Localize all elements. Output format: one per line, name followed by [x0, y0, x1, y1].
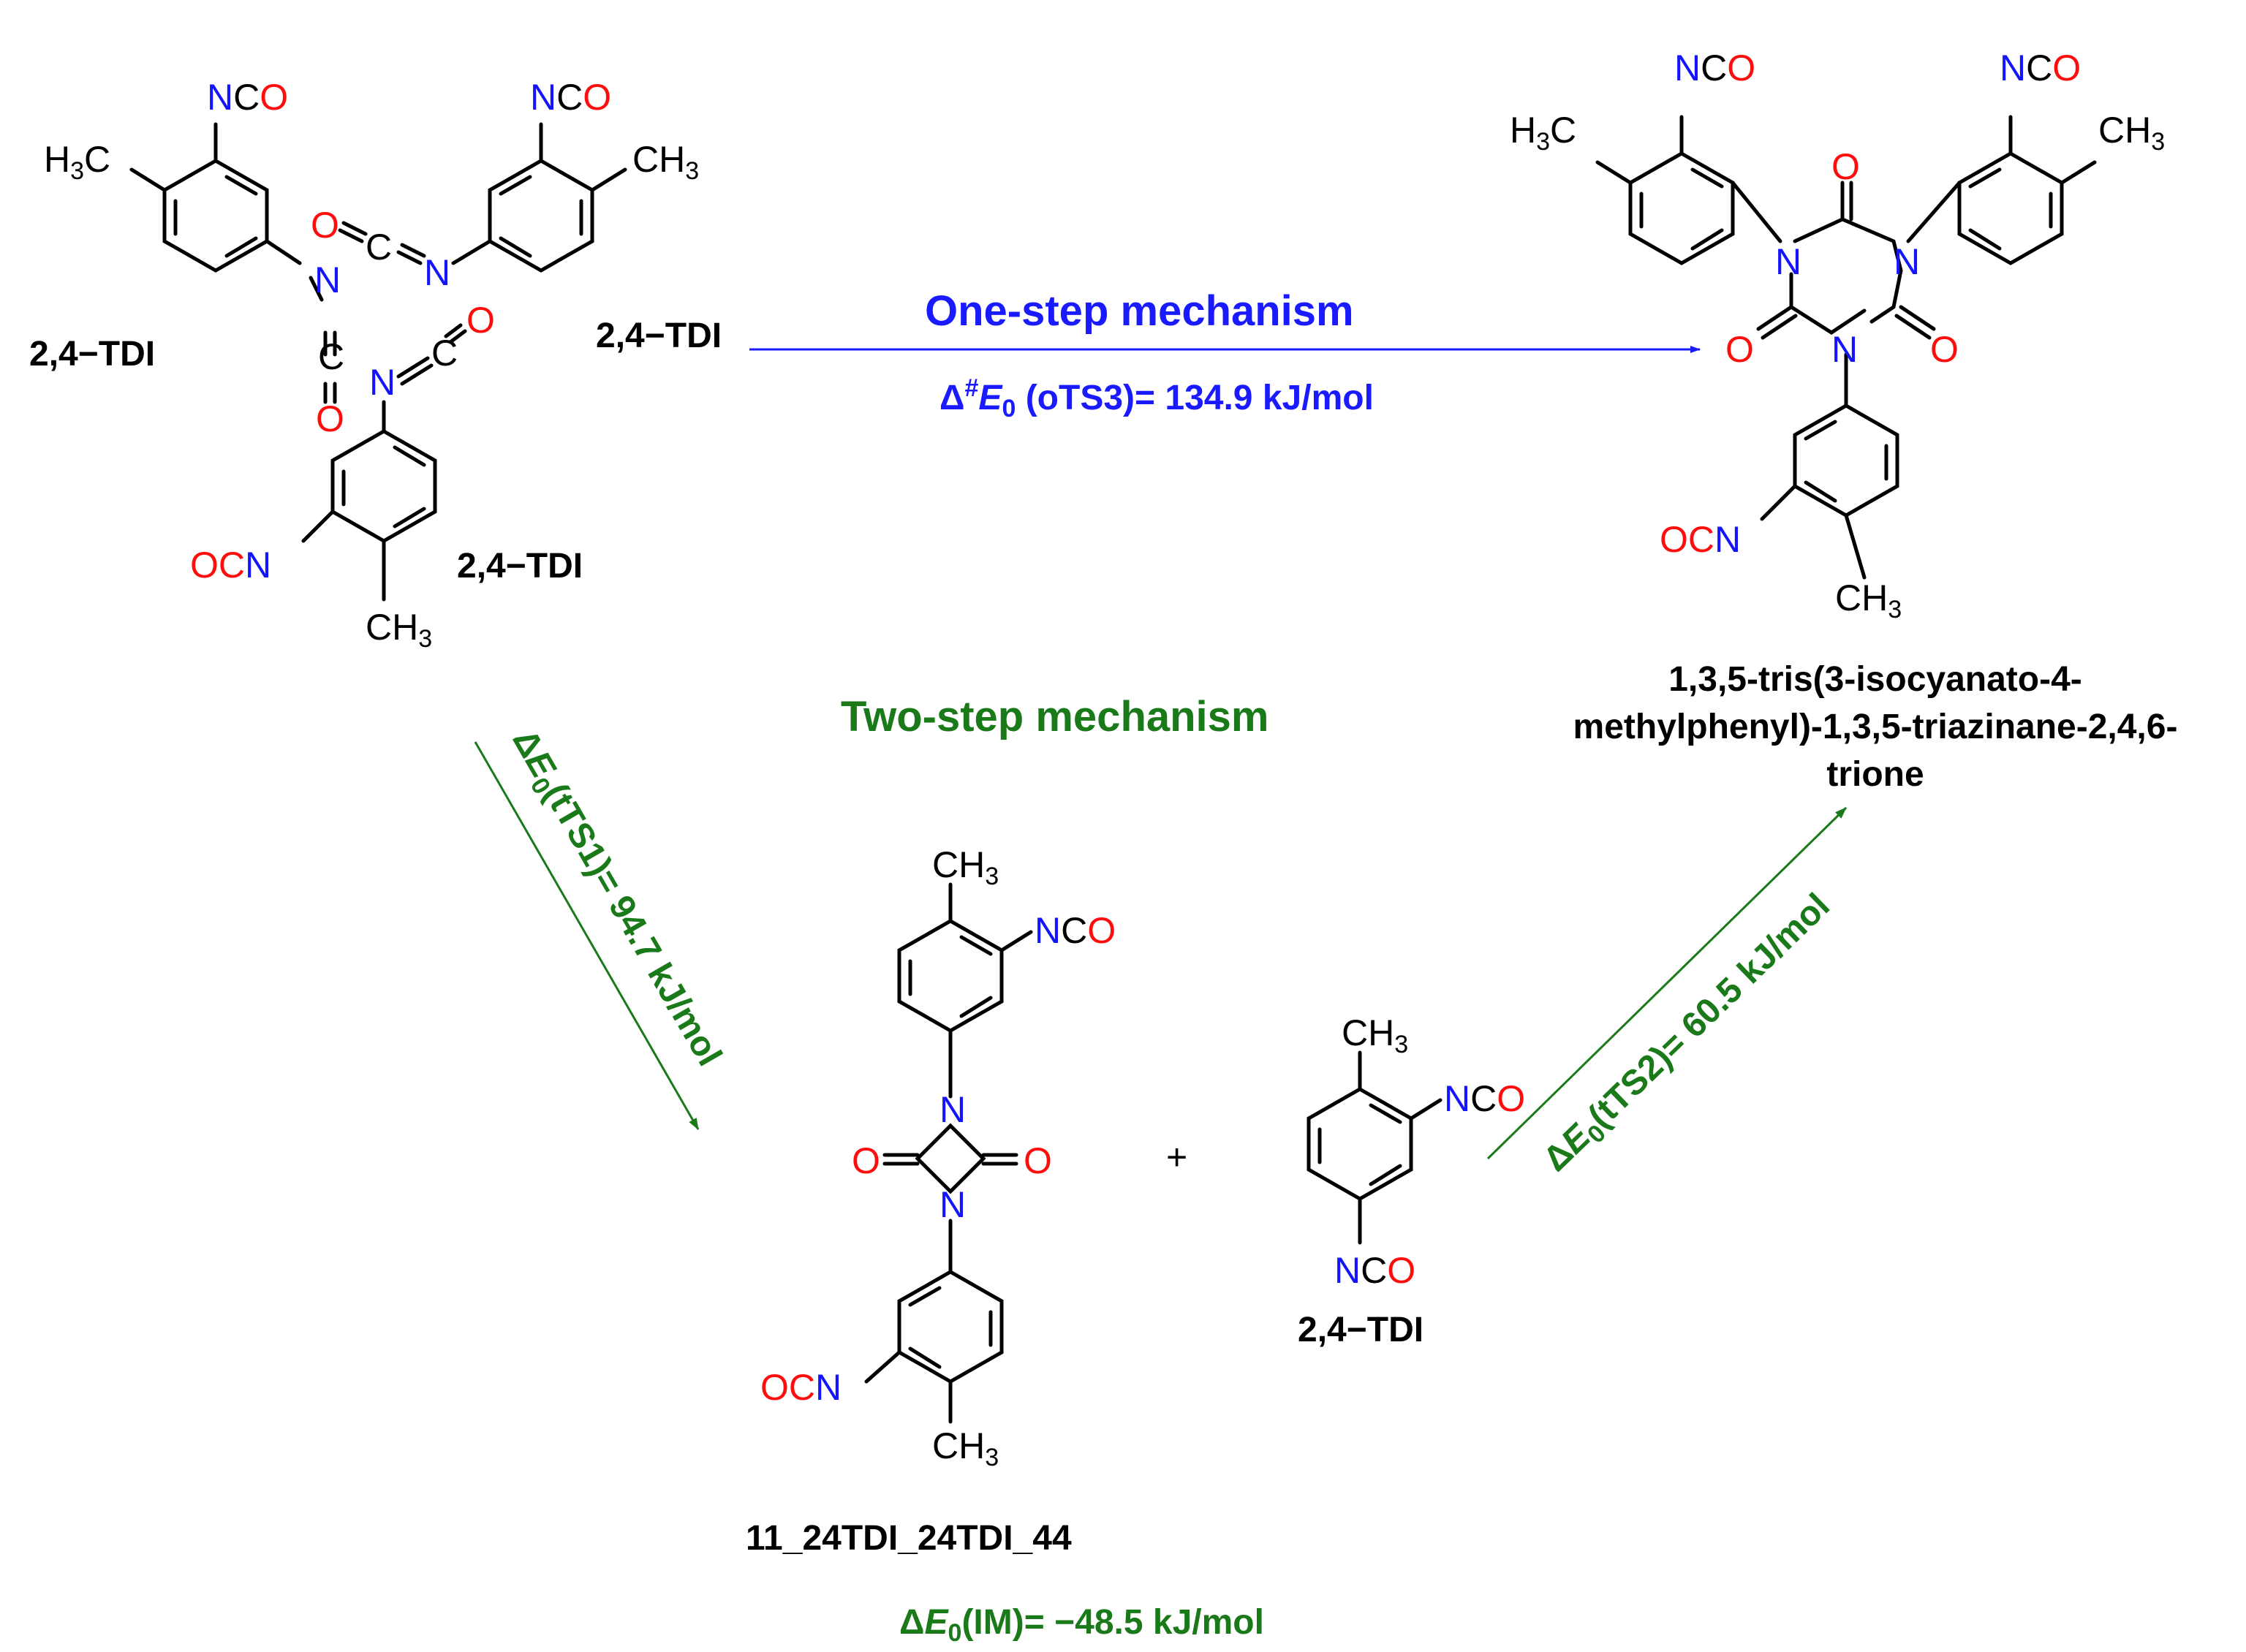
- tdi-label-left: 2,4−TDI: [29, 335, 155, 374]
- tdi-label-monomer: 2,4−TDI: [1298, 1311, 1423, 1349]
- reactant-atom-labels: NCO NCO H3C CH3 N C O O C N N C O OCN CH…: [44, 77, 699, 653]
- svg-text:O: O: [1930, 329, 1959, 370]
- intermediate-uretdione: CH3 NCO N N O O OCN CH3 11_24TDI_24TDI_4…: [746, 844, 1116, 1558]
- svg-text:NCO: NCO: [1674, 48, 1755, 88]
- tdi-ring-a: [129, 122, 302, 273]
- product-name-line3: trione: [1826, 755, 1924, 794]
- reactants-three-tdi: NCO NCO H3C CH3 N C O O C N N C O OCN CH…: [29, 77, 699, 653]
- svg-text:N: N: [424, 252, 450, 293]
- svg-text:C: C: [318, 336, 344, 377]
- monomer-bonds: [1307, 1050, 1442, 1245]
- intermediate-atom-labels: CH3 NCO N N O O OCN CH3: [760, 844, 1116, 1471]
- step2-arrow: [1486, 806, 1848, 1160]
- ts1-energy-label: ΔE0(tTS1)= 94.7 kJ/mol: [500, 723, 729, 1075]
- one-step-energy: Δ#E0 (oTS3)= 134.9 kJ/mol: [939, 374, 1374, 423]
- plus-sign: +: [1166, 1137, 1187, 1178]
- svg-text:CH3: CH3: [1835, 577, 1902, 624]
- svg-text:CH3: CH3: [1342, 1012, 1408, 1058]
- svg-text:C: C: [431, 333, 458, 374]
- svg-text:O: O: [1024, 1140, 1052, 1181]
- svg-text:N: N: [939, 1184, 966, 1225]
- svg-text:N: N: [939, 1089, 966, 1130]
- svg-text:O: O: [466, 300, 495, 341]
- svg-text:O: O: [311, 205, 339, 246]
- svg-text:NCO: NCO: [530, 77, 611, 118]
- svg-text:OCN: OCN: [190, 545, 271, 586]
- two-step-title: Two-step mechanism: [841, 693, 1269, 740]
- monomer-atom-labels: CH3 NCO NCO: [1334, 1012, 1525, 1291]
- svg-text:N: N: [314, 259, 341, 300]
- svg-text:O: O: [1831, 146, 1860, 187]
- tdi-ring-b: [451, 122, 627, 273]
- svg-text:ΔE0(tTS2)= 60.5 kJ/mol: ΔE0(tTS2)= 60.5 kJ/mol: [1536, 886, 1841, 1183]
- tdi-label-arrow: 2,4−TDI: [596, 317, 722, 355]
- im-energy-label: ΔE0(IM)= −48.5 kJ/mol: [899, 1603, 1264, 1647]
- svg-text:OCN: OCN: [760, 1367, 842, 1408]
- product-name-line1: 1,3,5-tris(3-isocyanato-4-: [1668, 660, 2082, 699]
- svg-text:CH3: CH3: [366, 607, 432, 653]
- svg-text:N: N: [1831, 329, 1858, 370]
- tdi-label-lower: 2,4−TDI: [457, 547, 583, 586]
- two-step-pathway: Two-step mechanism ΔE0(tTS1)= 94.7 kJ/mo…: [474, 693, 1848, 1647]
- svg-text:N: N: [1894, 241, 1920, 282]
- svg-text:NCO: NCO: [1444, 1078, 1525, 1119]
- svg-text:C: C: [366, 227, 392, 268]
- tdi-ring-c: [301, 400, 437, 602]
- svg-text:NCO: NCO: [1334, 1250, 1415, 1291]
- product-bonds: [1595, 115, 2097, 580]
- isocyanate-bonds: [309, 221, 467, 404]
- svg-text:CH3: CH3: [632, 139, 699, 185]
- svg-text:O: O: [852, 1140, 880, 1181]
- svg-text:N: N: [369, 362, 396, 403]
- svg-text:CH3: CH3: [932, 1425, 999, 1471]
- svg-text:CH3: CH3: [932, 844, 999, 890]
- svg-text:H3C: H3C: [44, 139, 110, 185]
- tdi-monomer: CH3 NCO NCO 2,4−TDI: [1298, 1012, 1525, 1349]
- intermediate-bonds: [864, 882, 1033, 1424]
- product-isocyanurate: NCO NCO H3C CH3 O N N O N O OCN CH3 1,3,…: [1510, 48, 2177, 794]
- svg-text:NCO: NCO: [207, 77, 288, 118]
- svg-text:NCO: NCO: [2000, 48, 2081, 88]
- svg-text:H3C: H3C: [1510, 110, 1576, 156]
- svg-text:O: O: [316, 398, 344, 439]
- svg-text:O: O: [1725, 329, 1754, 370]
- product-atom-labels: NCO NCO H3C CH3 O N N O N O OCN CH3: [1510, 48, 2165, 624]
- one-step-title: One-step mechanism: [925, 287, 1354, 335]
- ts2-energy-label: ΔE0(tTS2)= 60.5 kJ/mol: [1536, 886, 1841, 1183]
- svg-text:ΔE0(tTS1)= 94.7 kJ/mol: ΔE0(tTS1)= 94.7 kJ/mol: [500, 723, 729, 1075]
- step1-arrow: [474, 741, 700, 1130]
- intermediate-name: 11_24TDI_24TDI_44: [746, 1519, 1072, 1558]
- svg-text:N: N: [1775, 241, 1801, 282]
- svg-text:NCO: NCO: [1035, 910, 1116, 951]
- one-step-pathway: 2,4−TDI One-step mechanism Δ#E0 (oTS3)= …: [596, 287, 1701, 423]
- svg-text:CH3: CH3: [2098, 110, 2165, 156]
- svg-text:OCN: OCN: [1660, 519, 1741, 560]
- product-name-line2: methylphenyl)-1,3,5-triazinane-2,4,6-: [1573, 708, 2178, 746]
